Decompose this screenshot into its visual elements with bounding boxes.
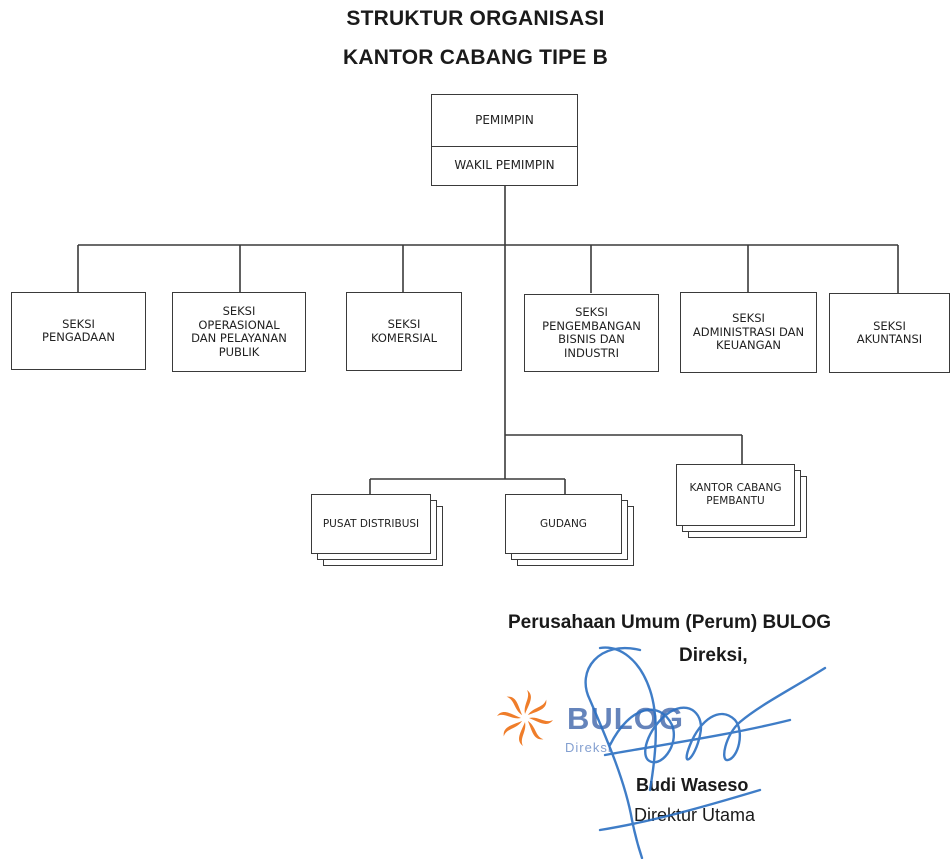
leader-box: PEMIMPIN (431, 94, 578, 148)
deputy-box: WAKIL PEMIMPIN (431, 146, 578, 186)
board-label: Direksi, (679, 645, 748, 666)
logo-wordmark: BULOG (567, 701, 684, 736)
logo-subtext: Direksi (565, 740, 612, 755)
unit-label: KANTOR CABANG PEMBANTU (676, 464, 795, 526)
unit-label: PUSAT DISTRIBUSI (311, 494, 431, 554)
section-operasional: SEKSI OPERASIONAL DAN PELAYANAN PUBLIK (172, 292, 306, 372)
chart-title-line1: STRUKTUR ORGANISASI (346, 7, 605, 30)
chart-title-line2: KANTOR CABANG TIPE B (343, 46, 608, 69)
unit-label: GUDANG (505, 494, 622, 554)
bulog-logo-icon (497, 690, 553, 746)
section-akuntansi: SEKSI AKUNTANSI (829, 293, 950, 373)
organization-name: Perusahaan Umum (Perum) BULOG (508, 612, 832, 633)
section-pengembangan: SEKSI PENGEMBANGAN BISNIS DAN INDUSTRI (524, 294, 659, 372)
section-komersial: SEKSI KOMERSIAL (346, 292, 462, 371)
signatory-position: Direktur Utama (634, 805, 756, 825)
section-administrasi: SEKSI ADMINISTRASI DAN KEUANGAN (680, 292, 817, 373)
section-pengadaan: SEKSI PENGADAAN (11, 292, 146, 370)
signatory-name: Budi Waseso (636, 775, 749, 795)
